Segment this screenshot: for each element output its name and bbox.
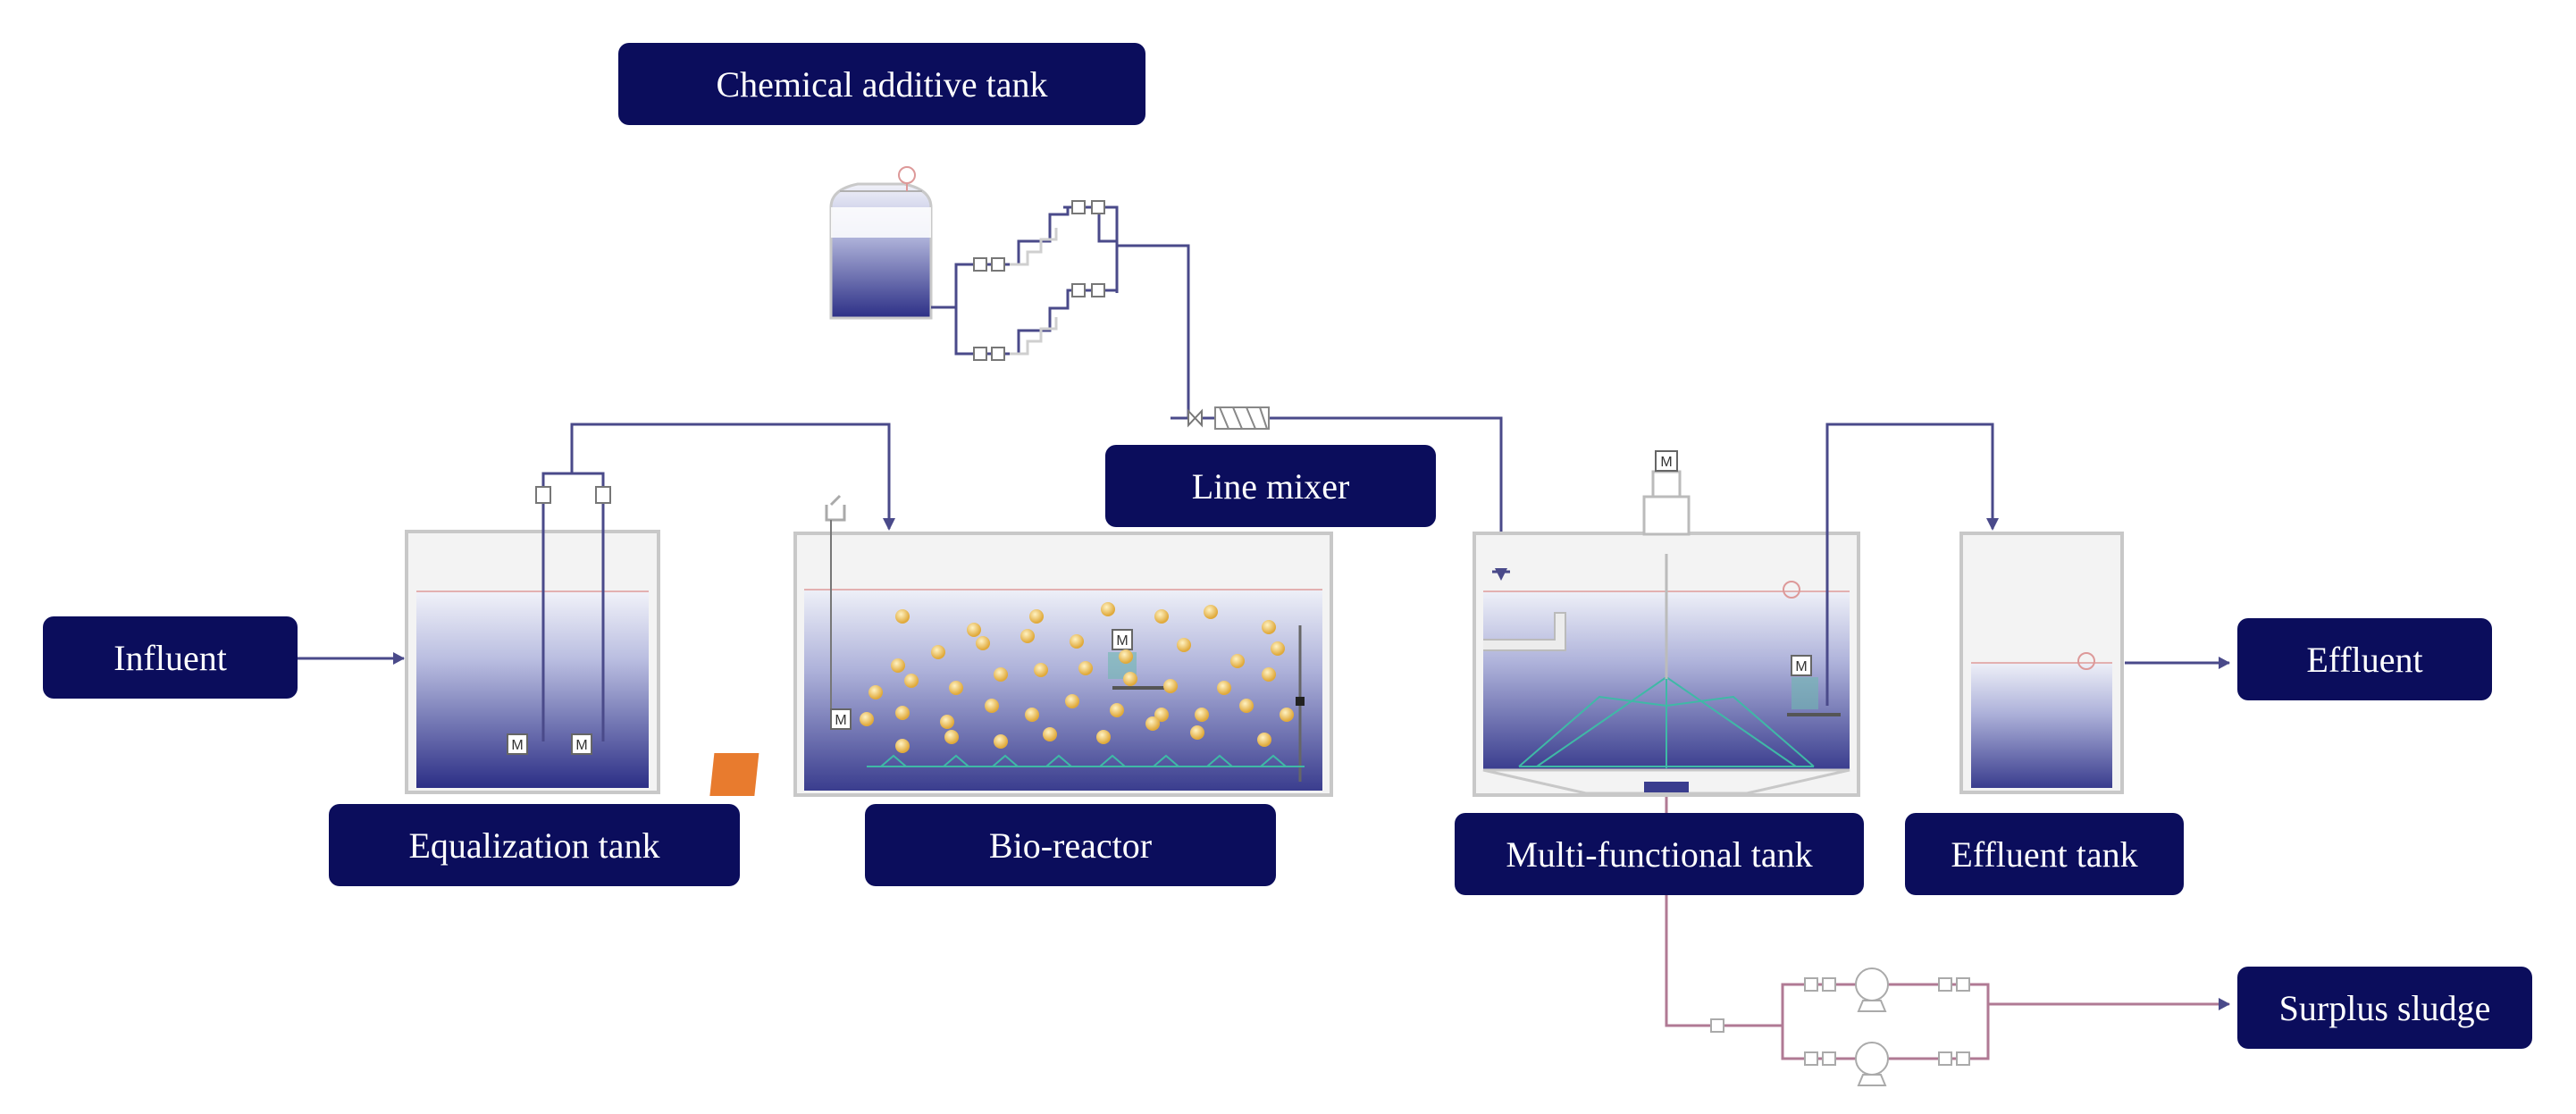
- carrier-particle: [1065, 694, 1079, 708]
- carrier-particle: [1043, 727, 1057, 741]
- svg-text:M: M: [1660, 455, 1672, 470]
- carrier-particle: [1025, 708, 1039, 722]
- svg-text:M: M: [1795, 659, 1807, 674]
- carrier-particle: [1195, 708, 1209, 722]
- equalization-valves: [535, 486, 611, 504]
- carrier-particle: [994, 734, 1008, 749]
- svg-text:M: M: [575, 738, 587, 753]
- carrier-particle: [967, 623, 981, 637]
- carrier-particle: [1271, 641, 1285, 656]
- dosing-pump-manifold: [931, 205, 1190, 418]
- dosing-pump-steps: [1010, 228, 1058, 356]
- equalization-tank-label: Equalization tank: [329, 804, 740, 886]
- carrier-particle: [1262, 620, 1276, 634]
- line-mixer-label: Line mixer: [1105, 445, 1436, 527]
- carrier-particle: [949, 681, 963, 695]
- svg-text:M: M: [511, 738, 523, 753]
- bio-reactor-label: Bio-reactor: [865, 804, 1276, 886]
- carrier-particle: [994, 667, 1008, 682]
- carrier-particle: [1145, 716, 1160, 731]
- influent-label: Influent: [43, 616, 298, 699]
- carrier-particle: [1070, 634, 1084, 649]
- carrier-particle: [944, 730, 959, 744]
- carrier-particle: [895, 739, 910, 753]
- carrier-particle: [904, 674, 919, 688]
- carrier-particle: [1217, 681, 1231, 695]
- carrier-particle: [895, 609, 910, 624]
- effluent-pipe: [2125, 657, 2230, 669]
- carrier-particle: [1110, 703, 1124, 717]
- sludge-pumps: [1710, 967, 1970, 1086]
- carrier-particle: [1280, 708, 1294, 722]
- multi-functional-tank-vessel: M M: [1473, 450, 1860, 797]
- carrier-particle: [895, 706, 910, 720]
- chemical-additive-tank-label: Chemical additive tank: [618, 43, 1145, 125]
- effluent-tank-vessel: [1959, 532, 2124, 794]
- carrier-particle: [1096, 730, 1111, 744]
- carrier-particle: [1239, 699, 1254, 713]
- carrier-particle: [1190, 725, 1204, 740]
- multi-to-effluent-tank-pipe: [1825, 423, 1994, 706]
- carrier-particle: [1154, 609, 1169, 624]
- inflow-arrowhead: [883, 518, 895, 531]
- chemical-additive-vessel: [829, 166, 933, 320]
- carrier-particle: [891, 658, 905, 673]
- effluent-label: Effluent: [2237, 618, 2492, 700]
- equalization-tank-vessel: [405, 530, 660, 794]
- carrier-particle: [1230, 654, 1245, 668]
- carrier-particle: [1119, 649, 1133, 664]
- multi-functional-tank-label: Multi-functional tank: [1455, 813, 1864, 895]
- effluent-tank-label: Effluent tank: [1905, 813, 2184, 895]
- equalization-pump-motors: M M: [507, 733, 592, 755]
- svg-text:M: M: [1116, 633, 1128, 649]
- carrier-particle: [1020, 629, 1035, 643]
- carrier-particle: [1177, 638, 1191, 652]
- carrier-particle: [1154, 708, 1169, 722]
- carrier-particle: [1029, 609, 1044, 624]
- dosing-valves: [973, 200, 1105, 361]
- surplus-sludge-label: Surplus sludge: [2237, 967, 2532, 1049]
- carrier-particle: [1262, 667, 1276, 682]
- carrier-particle: [868, 685, 883, 699]
- bio-reactor-vessel: M M: [709, 494, 1333, 797]
- carrier-particle: [1078, 661, 1093, 675]
- carrier-particle: [1101, 602, 1115, 616]
- carrier-particle: [1034, 663, 1048, 677]
- carrier-particle: [1163, 679, 1178, 693]
- carrier-particle: [931, 645, 945, 659]
- sludge-arrowhead: [2219, 998, 2230, 1010]
- influent-pipe: [298, 652, 405, 665]
- carrier-particle: [985, 699, 999, 713]
- aeration-diffusers: [867, 754, 1305, 767]
- mixer-to-multi-tank-pipe: [1495, 568, 1507, 581]
- effluent-tank-inflow-arrowhead: [1986, 518, 1999, 531]
- carrier-particle: [1257, 733, 1271, 747]
- carrier-particle: [1123, 672, 1137, 686]
- biofilm-carriers: [860, 602, 1294, 753]
- equalization-transfer-pumps: [541, 423, 891, 741]
- carrier-particle: [860, 712, 874, 726]
- carrier-particle: [1204, 605, 1218, 619]
- svg-text:M: M: [835, 713, 846, 728]
- carrier-particle: [940, 715, 954, 729]
- carrier-particle: [976, 636, 990, 650]
- line-mixer-unit: [1171, 406, 1503, 585]
